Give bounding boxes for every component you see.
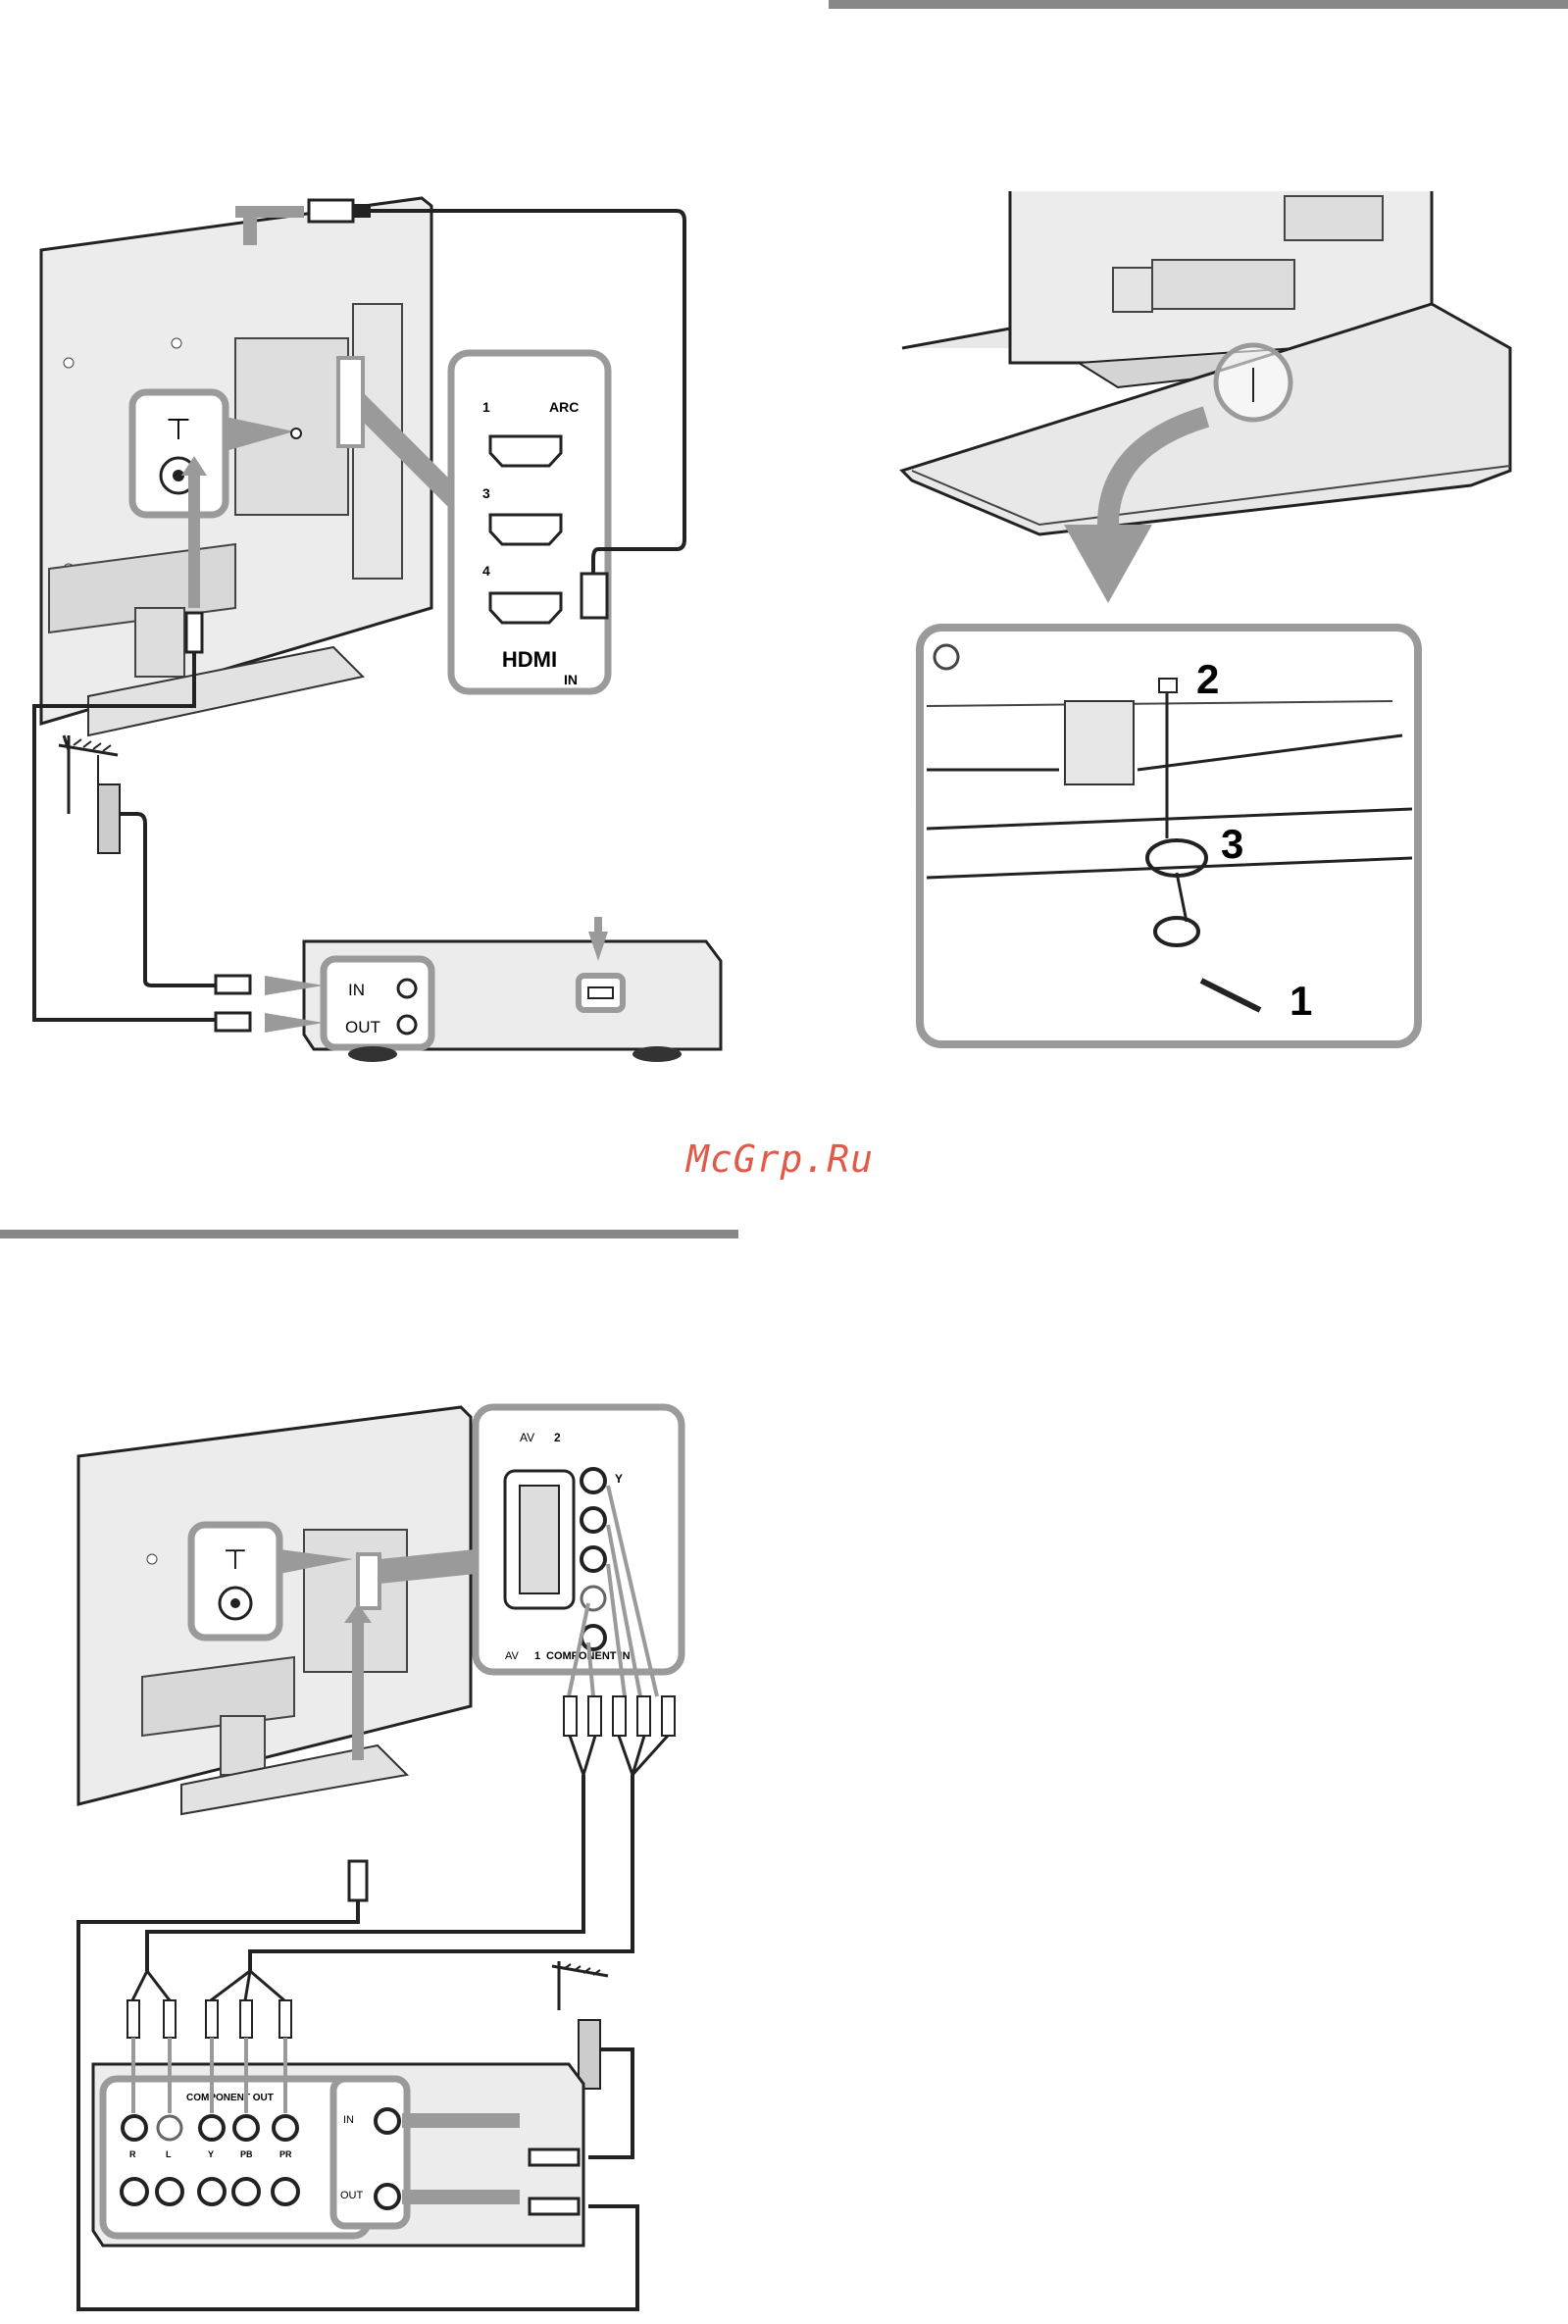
box-component-out-label: COMPONENT OUT [186, 2093, 274, 2103]
box2-out-label: OUT [340, 2190, 364, 2201]
zoom-detail: 2 3 1 [920, 628, 1418, 1044]
box-jack-pr: PR [279, 2149, 292, 2159]
aerial-antenna [59, 735, 216, 985]
av2-num: 2 [554, 1431, 561, 1444]
tv-on-cabinet [902, 191, 1510, 534]
antenna-symbol: ⊤ [166, 414, 191, 446]
av2-label: AV [520, 1431, 534, 1444]
tv-hdmi-strip [338, 358, 363, 446]
section-rule-middle [0, 1230, 738, 1238]
hdmi-arc-label: ARC [549, 399, 579, 415]
component-connection-figure: ⊤ AV 2 AV 1 COMPONENT IN Y [74, 1402, 701, 2319]
av1-num: 1 [534, 1650, 540, 1662]
step-3-label: 3 [1221, 821, 1243, 867]
panel-y-label: Y [615, 1472, 623, 1486]
box-jack-pb: PB [240, 2149, 253, 2159]
box2-in-label: IN [343, 2114, 354, 2126]
hdmi-port-3-label: 3 [482, 485, 490, 501]
hdmi-in-label: IN [564, 672, 578, 687]
box-jack-y: Y [208, 2149, 214, 2159]
hdmi-port-4-label: 4 [482, 563, 490, 579]
antenna-symbol-2: ⊤ [224, 1544, 247, 1575]
step-2-label: 2 [1196, 656, 1219, 702]
box-jack-l: L [166, 2149, 172, 2159]
set-top-box: IN OUT [216, 917, 721, 1062]
watermark: McGrp.Ru [686, 1137, 874, 1181]
box-out-label: OUT [345, 1018, 380, 1036]
hdmi-logo: HDMI [502, 647, 557, 672]
dvd-player-box: COMPONENT OUT R L Y PB PR IN OUT [93, 2038, 583, 2246]
hdmi-port-1-label: 1 [482, 399, 490, 415]
av1-label: AV [505, 1650, 520, 1662]
hdmi-connection-figure: ⊤ 1 ARC 3 4 HDMI IN [29, 186, 735, 1069]
box-in-label: IN [348, 981, 365, 999]
section-rule-top [829, 0, 1568, 9]
stand-fixing-figure: 2 3 1 [883, 191, 1530, 1054]
step-1-label: 1 [1290, 978, 1312, 1024]
box-jack-r: R [129, 2149, 136, 2159]
tv-back-panel [41, 198, 431, 735]
